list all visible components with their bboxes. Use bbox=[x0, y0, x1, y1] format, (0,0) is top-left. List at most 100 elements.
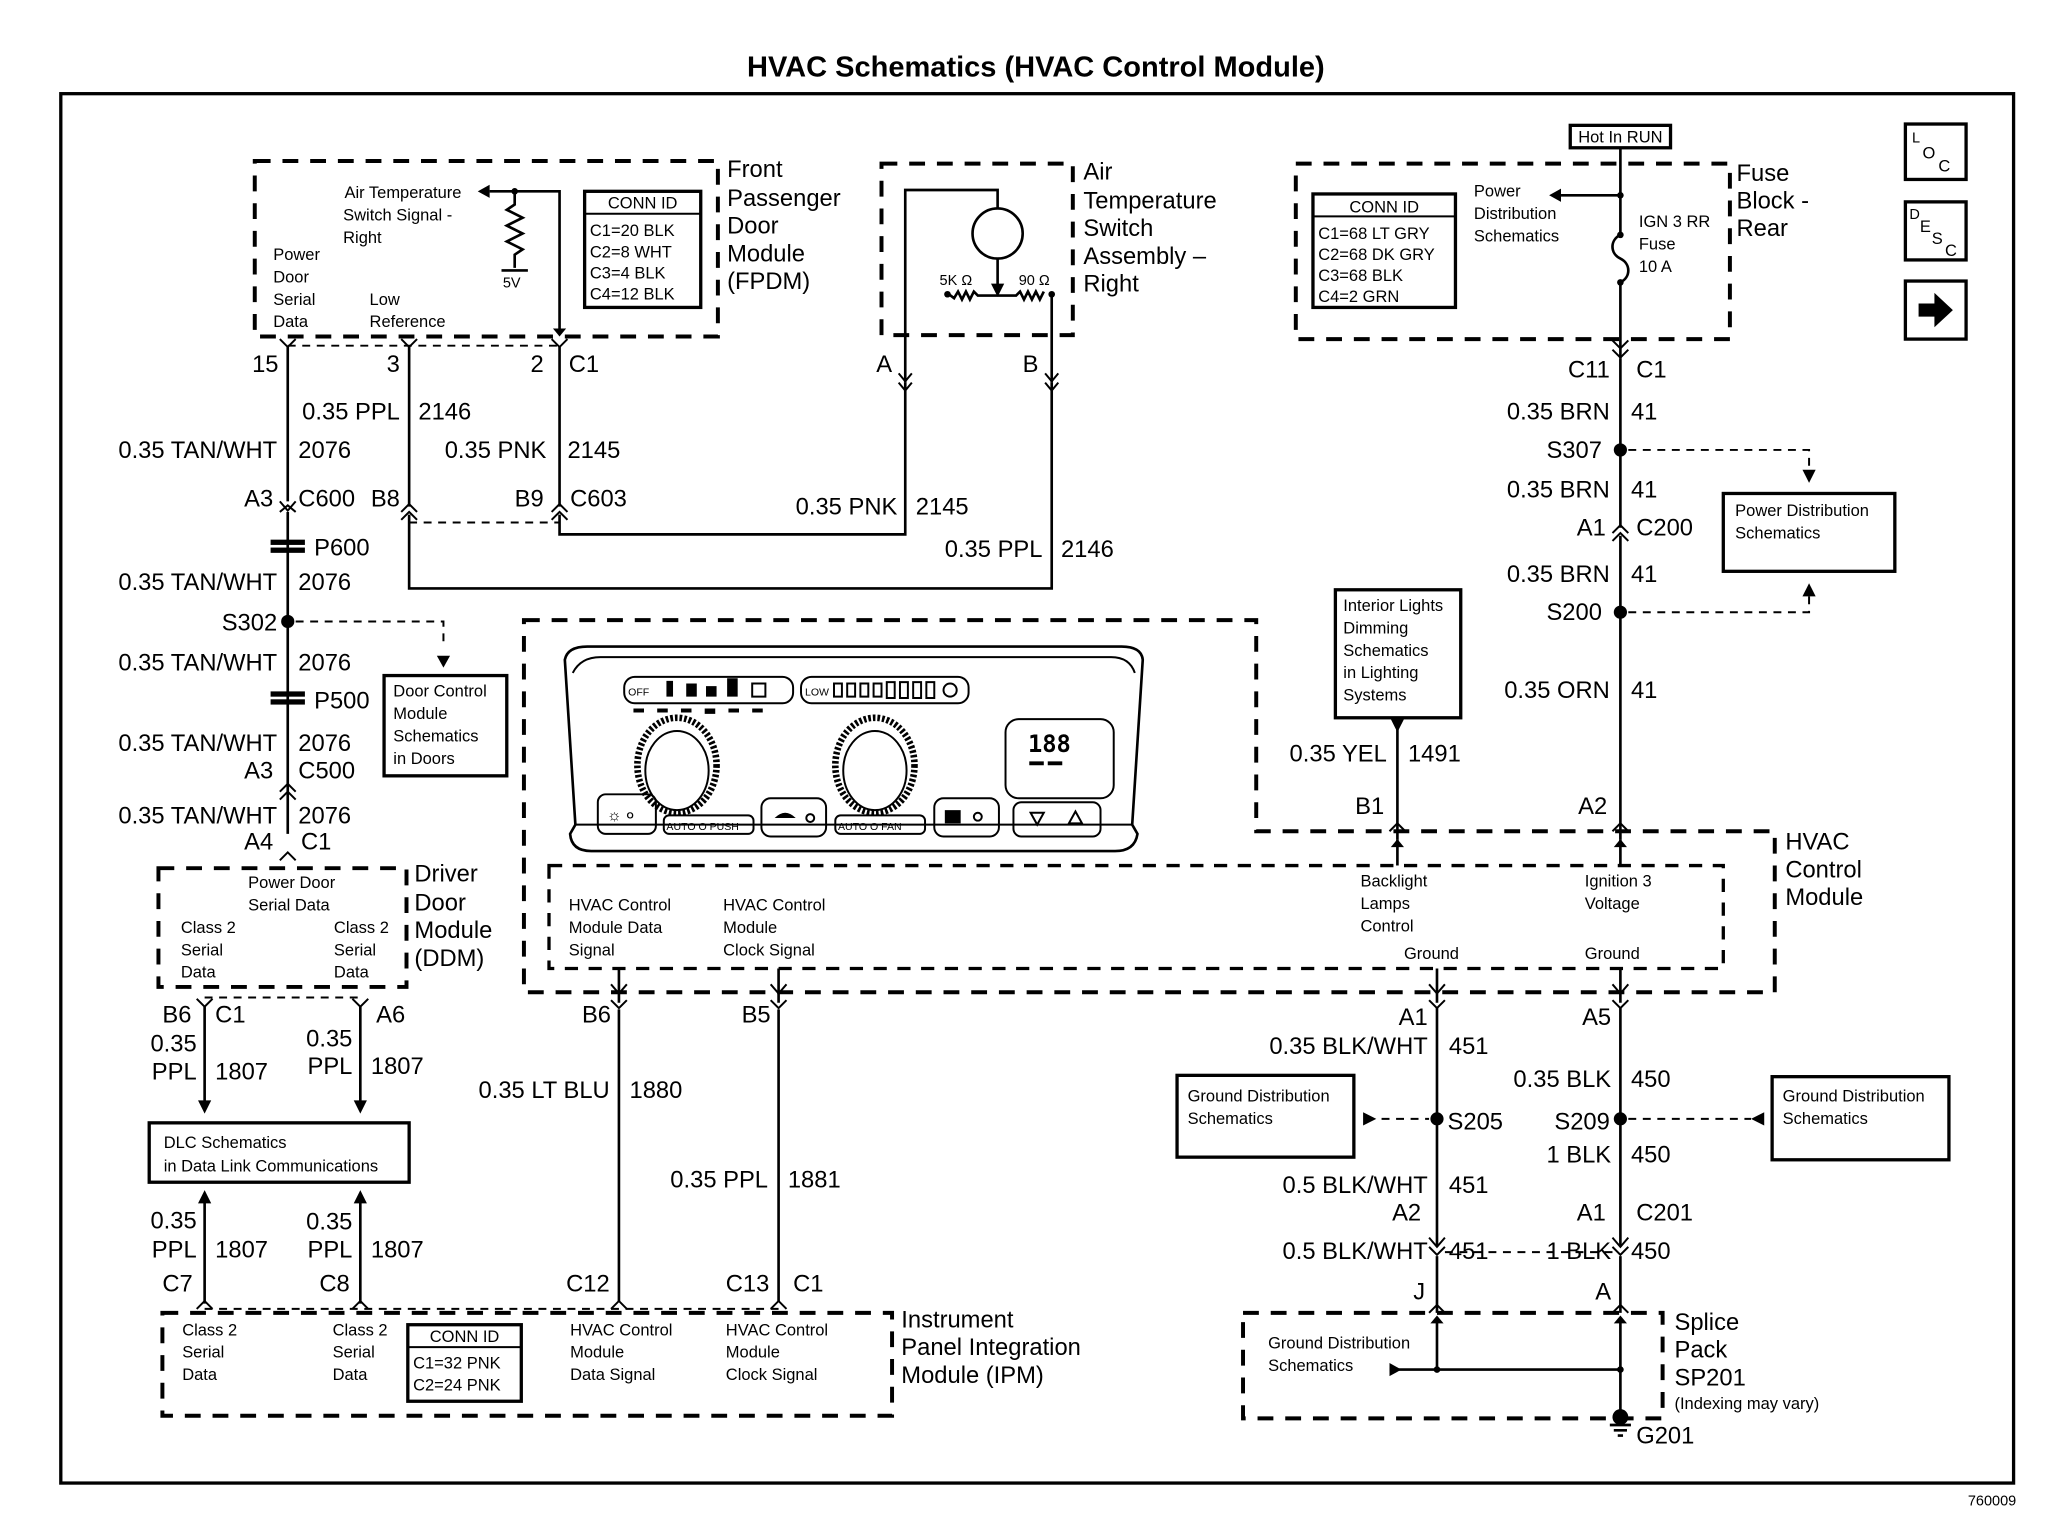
wire-ppl-circuit: 2146 bbox=[418, 399, 471, 426]
svg-text:Schematics: Schematics bbox=[1474, 227, 1559, 245]
power-dist-ref-box[interactable]: Power Distribution Schematics bbox=[1721, 491, 1897, 573]
mid-pnk-gauge: 0.35 PNK bbox=[796, 494, 898, 521]
mode-display: OFF bbox=[623, 675, 795, 714]
svg-text:C2=68 DK GRY: C2=68 DK GRY bbox=[1318, 246, 1435, 264]
gnd-ref-right-box[interactable]: Ground Distribution Schematics bbox=[1770, 1075, 1951, 1162]
input-arrow-icons bbox=[1390, 839, 1627, 848]
loc-letter-l: L bbox=[1912, 131, 1920, 147]
dlc-wire-color: PPL bbox=[152, 1236, 197, 1263]
fuse-pin-c11: C11 bbox=[1568, 356, 1610, 383]
fpdm-pin-15: 15 bbox=[252, 351, 278, 378]
svg-text:Module: Module bbox=[393, 705, 447, 723]
gnd-ref-left-box[interactable]: Ground Distribution Schematics bbox=[1175, 1073, 1356, 1159]
svg-text:OFF: OFF bbox=[628, 686, 650, 698]
wire-451-gauge-3: 0.5 BLK/WHT bbox=[1283, 1238, 1428, 1265]
ipm-pin-c12: C12 bbox=[566, 1271, 610, 1298]
dlc-wire-circuit: 1807 bbox=[371, 1053, 424, 1080]
hvac-inner-boundary bbox=[547, 863, 1725, 971]
wire-2145-route bbox=[558, 382, 907, 536]
dlc-wire-color: PPL bbox=[152, 1058, 197, 1085]
svg-text:Switch: Switch bbox=[1083, 215, 1153, 242]
desc-letter-e: E bbox=[1920, 218, 1931, 236]
wire-tan-gauge-2: 0.35 TAN/WHT bbox=[118, 569, 277, 596]
gnd-ref-inner-label[interactable]: Ground Distribution Schematics bbox=[1268, 1334, 1410, 1374]
svg-text:Temperature: Temperature bbox=[1083, 187, 1216, 214]
svg-text:Power: Power bbox=[273, 246, 320, 264]
temp-display: 188 bbox=[1004, 718, 1115, 800]
svg-text:Schematics: Schematics bbox=[1783, 1110, 1868, 1128]
s209-label: S209 bbox=[1554, 1108, 1609, 1135]
svg-text:HVAC Control: HVAC Control bbox=[569, 896, 671, 914]
wire-1880-circuit: 1880 bbox=[629, 1077, 682, 1104]
svg-text:Serial: Serial bbox=[334, 941, 376, 959]
svg-text:Lamps: Lamps bbox=[1360, 895, 1409, 913]
wire-1881-gauge: 0.35 PPL bbox=[670, 1167, 768, 1194]
dlc-wire-circuit: 1807 bbox=[371, 1236, 424, 1263]
svg-text:Backlight: Backlight bbox=[1360, 873, 1427, 891]
svg-text:C2=24 PNK: C2=24 PNK bbox=[413, 1377, 501, 1395]
ipm-module-boundary bbox=[160, 1310, 895, 1418]
dlc-wire-gauge: 0.35 bbox=[306, 1025, 352, 1052]
next-button[interactable] bbox=[1903, 279, 1968, 341]
wire-450-circuit-2: 450 bbox=[1631, 1141, 1671, 1168]
hvac-top-pin-icons bbox=[1388, 821, 1630, 832]
door-control-ref-box[interactable]: Door Control Module Schematics in Doors bbox=[382, 673, 509, 778]
splice-pin-a: A bbox=[1595, 1279, 1611, 1306]
wire-451-circuit-1: 451 bbox=[1449, 1033, 1489, 1060]
svg-text:Control: Control bbox=[1360, 918, 1413, 936]
c603-pin-b9: B9 bbox=[515, 486, 544, 513]
hot-in-run-label: Hot In RUN bbox=[1568, 123, 1673, 150]
svg-text:Data: Data bbox=[273, 313, 309, 331]
svg-text:Ground Distribution: Ground Distribution bbox=[1188, 1088, 1330, 1106]
dlc-wire-gauge: 0.35 bbox=[306, 1209, 352, 1236]
svg-text:IGN 3 RR: IGN 3 RR bbox=[1639, 213, 1711, 231]
fuse-power-dist-label[interactable]: Power Distribution Schematics bbox=[1474, 183, 1559, 246]
terminal-dot bbox=[944, 290, 951, 298]
svg-text:HVAC Control: HVAC Control bbox=[723, 896, 825, 914]
wire-yel-circuit: 1491 bbox=[1408, 740, 1461, 767]
loc-button[interactable]: L O C bbox=[1903, 122, 1968, 182]
c201-label: C201 bbox=[1636, 1199, 1693, 1226]
dlc-wire-color: PPL bbox=[307, 1236, 352, 1263]
lights-ref-box[interactable]: Interior Lights Dimming Schematics in Li… bbox=[1333, 588, 1463, 720]
fan-display: LOW bbox=[800, 675, 970, 705]
wire-1881-circuit: 1881 bbox=[788, 1167, 841, 1194]
hvac-output-wires bbox=[617, 968, 1622, 1003]
ddm-pin-a6: A6 bbox=[376, 1002, 405, 1029]
ddm-pin-c1: C1 bbox=[215, 1002, 245, 1029]
svg-text:Clock Signal: Clock Signal bbox=[726, 1366, 818, 1384]
svg-text:Panel Integration: Panel Integration bbox=[901, 1334, 1081, 1361]
dlc-ref-box[interactable]: DLC Schematics in Data Link Communicatio… bbox=[147, 1121, 411, 1184]
junction-dot bbox=[1433, 1366, 1441, 1373]
splice-ref-arrow-icon bbox=[1389, 1362, 1402, 1377]
desc-button[interactable]: D E S C bbox=[1903, 200, 1968, 262]
svg-text:Passenger: Passenger bbox=[727, 185, 841, 212]
s307-ref-dashed bbox=[1628, 448, 1811, 470]
wire-450-gauge-2: 1 BLK bbox=[1546, 1141, 1611, 1168]
fpdm-pin-labels-left: Power Door Serial Data bbox=[273, 246, 320, 331]
svg-text:C1=32 PNK: C1=32 PNK bbox=[413, 1354, 501, 1372]
splice-pin-j: J bbox=[1413, 1279, 1425, 1306]
svg-text:Module: Module bbox=[727, 240, 805, 267]
temp-knob bbox=[634, 714, 720, 817]
wire-tan-gauge-1: 0.35 TAN/WHT bbox=[118, 437, 277, 464]
svg-text:C2=8 WHT: C2=8 WHT bbox=[590, 243, 672, 261]
wire-brn-circuit-3: 41 bbox=[1631, 561, 1657, 588]
hvac-pin-a1: A1 bbox=[1399, 1004, 1428, 1031]
sensor-pin-icons bbox=[897, 372, 1060, 393]
wire-451-circuit-3: 451 bbox=[1449, 1238, 1489, 1265]
mid-ppl-circuit: 2146 bbox=[1061, 536, 1114, 563]
svg-text:Rear: Rear bbox=[1737, 215, 1789, 242]
svg-text:C1=68 LT GRY: C1=68 LT GRY bbox=[1318, 225, 1429, 243]
output-arrow-icons bbox=[610, 983, 1630, 996]
svg-text:Schematics: Schematics bbox=[1735, 524, 1820, 542]
svg-text:Power Door: Power Door bbox=[248, 874, 336, 892]
splice-s205 bbox=[1430, 1112, 1444, 1126]
svg-text:Switch Signal -: Switch Signal - bbox=[343, 206, 452, 224]
svg-text:AUTO O FAN: AUTO O FAN bbox=[838, 821, 902, 833]
svg-text:CONN ID: CONN ID bbox=[430, 1328, 500, 1346]
dlc-wire-color: PPL bbox=[307, 1053, 352, 1080]
mode-indicators bbox=[633, 708, 763, 714]
s200-ref-dashed bbox=[1628, 596, 1811, 614]
fuse-terminal-dot bbox=[1617, 279, 1624, 286]
